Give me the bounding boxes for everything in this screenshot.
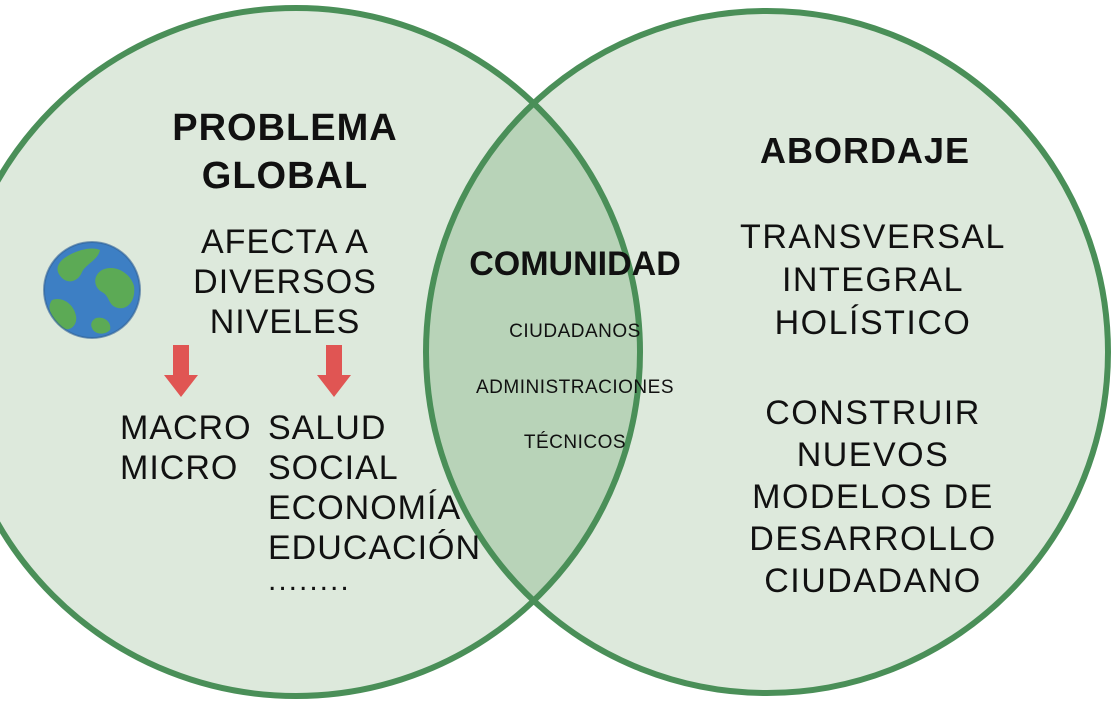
scale-list: MACRO MICRO [120,408,252,488]
area-list-ellipsis: ........ [268,564,351,597]
trait-item: TRANSVERSAL [740,218,1006,256]
goal-line: MODELOS DE [752,478,994,516]
trait-item: INTEGRAL [781,261,965,299]
left-description-line: NIVELES [209,303,361,341]
goal-line: NUEVOS [796,436,950,474]
member-item: CIUDADANOS [509,321,641,342]
arrow-down-icon [164,345,198,397]
left-circle-outline [0,5,643,699]
left-description: AFECTA A DIVERSOS NIVELES [150,222,420,342]
area-item: ECONOMÍA [268,489,462,527]
right-title: ABORDAJE [759,130,971,171]
goal-line: DESARROLLO [749,520,997,558]
area-list: SALUD SOCIAL ECONOMÍA EDUCACIÓN [268,408,481,568]
goal-line: CONSTRUIR [765,394,981,432]
goal-line: CIUDADANO [764,562,982,600]
left-description-line: DIVERSOS [193,263,377,301]
member-item: TÉCNICOS [523,432,627,453]
left-title-line: GLOBAL [201,155,369,197]
member-item: ADMINISTRACIONES [475,377,675,398]
trait-item: HOLÍSTICO [774,304,972,342]
overlap-title: COMUNIDAD [469,245,681,283]
left-description-line: AFECTA A [201,223,369,261]
right-circle-outline [423,8,1111,696]
earth-globe-icon [43,241,141,339]
area-item: SALUD [268,409,387,447]
trait-list: TRANSVERSAL INTEGRAL HOLÍSTICO [728,216,1018,345]
left-title: PROBLEMA GLOBAL [120,104,450,200]
goal-text: CONSTRUIR NUEVOS MODELOS DE DESARROLLO C… [728,392,1018,602]
area-item: EDUCACIÓN [268,529,482,567]
left-title-line: PROBLEMA [172,107,398,149]
scale-item: MICRO [120,449,239,487]
arrow-down-icon [317,345,351,397]
scale-item: MACRO [120,409,252,447]
area-item: SOCIAL [268,449,399,487]
